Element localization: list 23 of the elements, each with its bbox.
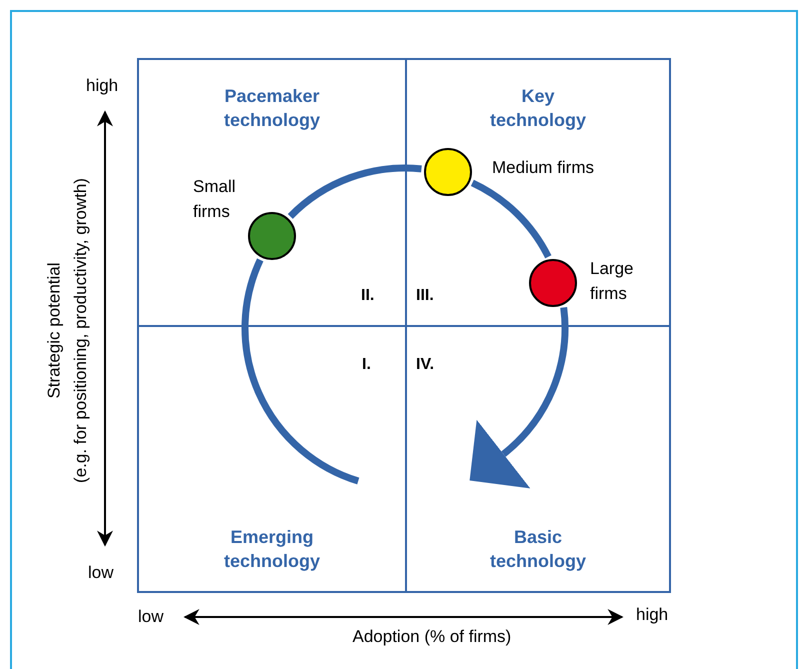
quadrant-number: I. [362,356,371,374]
axis-end-label: high [636,604,668,626]
axis-title: (e.g. for positioning, productivity, growth) [69,178,90,482]
quadrant-title: Key technology [488,85,587,132]
quadrant-title: Basic technology [488,526,587,573]
axis-end-label: low [88,562,114,584]
quadrant-number: II. [361,287,374,305]
firm-label: Small firms [193,176,237,223]
axis-title: Strategic potential [44,262,65,398]
quadrant-title: Emerging technology [222,526,321,573]
quadrant-box [137,325,407,593]
quadrant-number: IV. [416,356,434,374]
axis-end-label: low [138,606,164,628]
axis-title: Adoption (% of firms) [352,626,512,648]
quadrant-box [405,325,671,593]
firm-label: Large firms [590,258,634,305]
axis-end-label: high [86,75,118,97]
quadrant-box [405,58,671,327]
quadrant-title: Pacemaker technology [222,85,321,132]
quadrant-box [137,58,407,327]
firm-label: Medium firms [492,157,596,179]
cycle-arrow [471,307,568,487]
quadrant-number: III. [416,287,434,305]
